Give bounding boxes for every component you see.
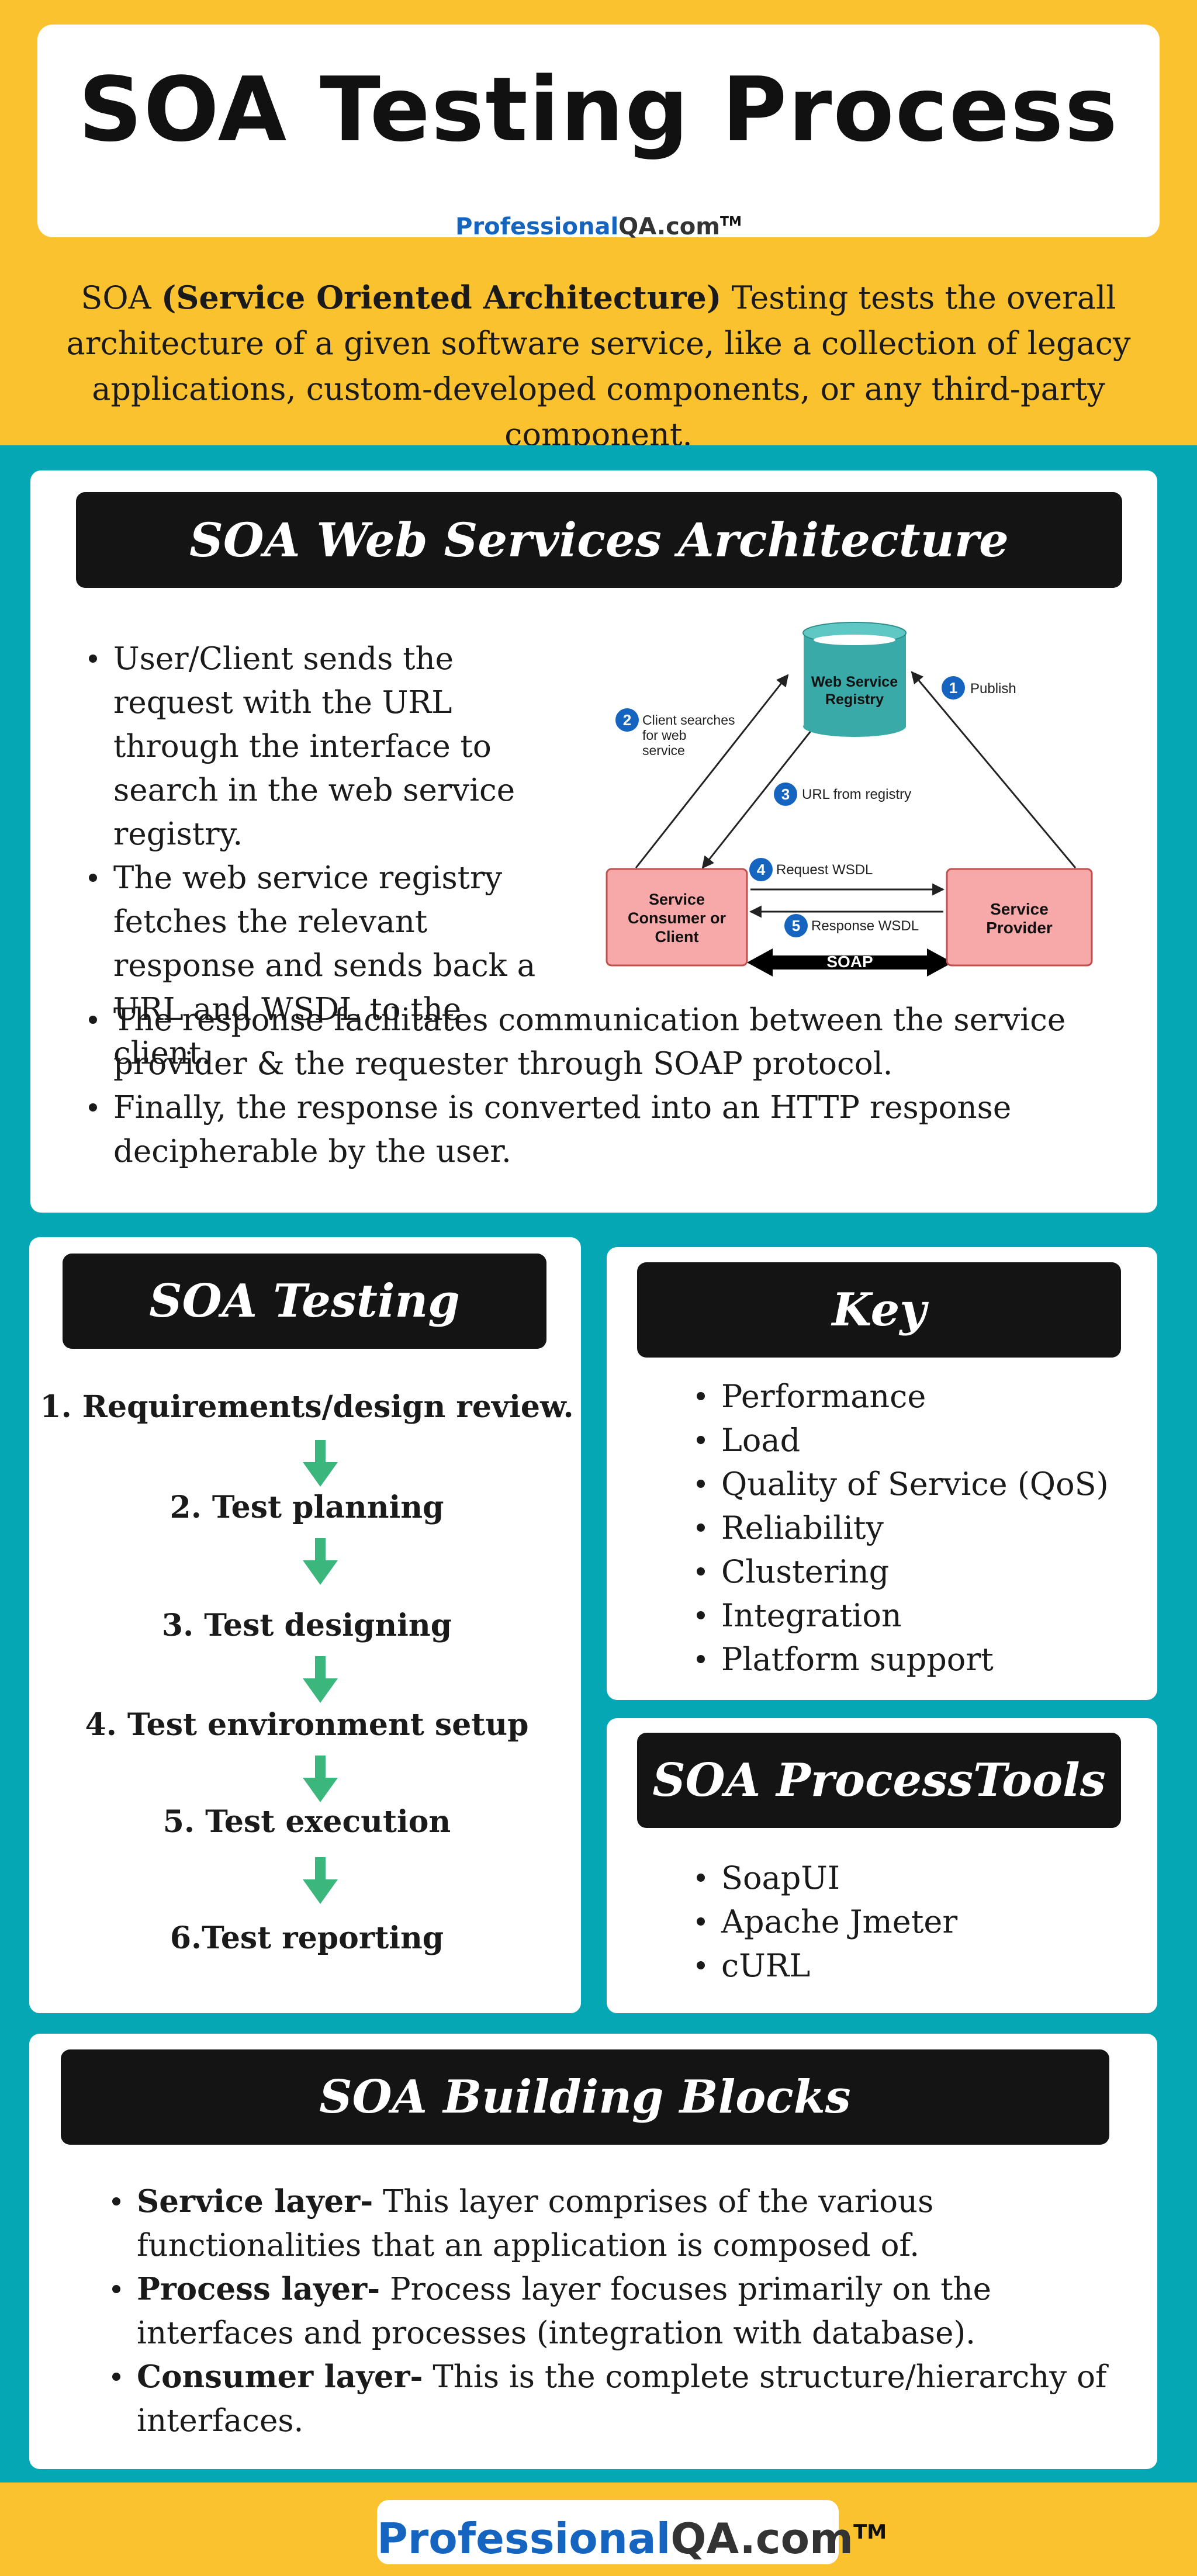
- list-item: Process layer- Process layer focuses pri…: [105, 2267, 1134, 2355]
- logo-tm: TM: [853, 2520, 887, 2544]
- provider-label-line2: Provider: [986, 919, 1053, 937]
- step-3: 3 URL from registry: [774, 783, 911, 806]
- step-badge: 3: [781, 785, 790, 803]
- list-item: The web service registry fetches the rel…: [82, 856, 567, 1075]
- layer-term: Consumer layer-: [137, 2359, 423, 2395]
- layer-desc: Process layer focuses primarily on the i…: [137, 2272, 991, 2351]
- list-item: Service layer- This layer comprises of t…: [105, 2180, 1134, 2267]
- logo-text-part1: Professional: [455, 213, 619, 240]
- list-item: User/Client sends the request with the U…: [82, 637, 567, 856]
- building-blocks-list: Service layer- This layer comprises of t…: [105, 2180, 1134, 2443]
- step-item: 3. Test designing: [161, 1608, 452, 1643]
- list-item: Consumer layer- This is the complete str…: [105, 2355, 1134, 2443]
- key-considerations-list: Performance Load Quality of Service (QoS…: [690, 1374, 1146, 1681]
- tools-list: SoapUI Apache Jmeter cURL: [690, 1856, 1146, 1988]
- step-badge: 5: [792, 917, 800, 934]
- intro-rest: Testing tests the overall architecture o…: [66, 279, 1131, 453]
- soap-arrow: [747, 948, 953, 977]
- step-badge: 4: [757, 861, 766, 878]
- step-4: 4 Request WSDL: [749, 858, 873, 881]
- provider-label-line1: Service: [990, 900, 1049, 918]
- footer-logo: ProfessionalQA.comTM: [377, 2500, 887, 2564]
- logo-text-part2: QA.com: [670, 2514, 854, 2563]
- consumer-label-line3: Client: [655, 928, 698, 946]
- arrow-registry-to-client: [701, 727, 815, 869]
- step-item: 6.Test reporting: [169, 1920, 444, 1956]
- down-arrow-icon: [303, 1440, 338, 1487]
- list-item: Load: [690, 1418, 1146, 1462]
- list-item: Finally, the response is converted into …: [82, 1086, 1157, 1173]
- layer-desc: This is the complete structure/hierarchy…: [137, 2359, 1107, 2439]
- key-considerations-heading: Key Considerations: [637, 1262, 1121, 1432]
- down-arrow-icon: [303, 1656, 338, 1703]
- step-label: Request WSDL: [776, 862, 873, 878]
- list-item: Platform support: [690, 1637, 1146, 1681]
- tools-heading: SOA ProcessTools: [637, 1733, 1121, 1828]
- list-item: Clustering: [690, 1550, 1146, 1594]
- consumer-node: Service Consumer or Client: [606, 868, 748, 967]
- brand-logo: ProfessionalQA.comTM: [37, 215, 1160, 238]
- architecture-card: [30, 470, 1157, 1213]
- down-arrow-icon: [303, 1538, 338, 1585]
- logo-text-part1: Professional: [377, 2514, 671, 2563]
- step-1: 1 Publish: [942, 676, 1016, 700]
- page-title: SOA Testing Process: [78, 58, 1119, 161]
- intro-text: SOA (Service Oriented Architecture) Test…: [53, 275, 1144, 458]
- building-blocks-heading: SOA Building Blocks: [61, 2049, 1109, 2145]
- list-item: Integration: [690, 1594, 1146, 1637]
- intro-lead: SOA: [81, 279, 161, 316]
- layer-desc: This layer comprises of the various func…: [137, 2184, 934, 2263]
- down-arrow-icon: [303, 1756, 338, 1802]
- step-label: URL from registry: [802, 787, 911, 802]
- step-2: 2 Client searches for web service: [615, 708, 735, 758]
- step-badge: 1: [949, 679, 957, 697]
- layer-term: Service layer-: [137, 2183, 373, 2220]
- header-card: SOA Testing Process ProfessionalQA.comTM: [37, 25, 1160, 238]
- step-label: Response WSDL: [811, 918, 919, 934]
- arrow-provider-to-registry: [911, 671, 1077, 868]
- step-label: Publish: [970, 681, 1016, 697]
- provider-node: Service Provider: [946, 868, 1093, 967]
- list-item: Performance: [690, 1374, 1146, 1418]
- list-item: SoapUI: [690, 1856, 1146, 1900]
- arrow-client-to-registry: [635, 674, 789, 868]
- registry-label-line1: Web Service: [811, 674, 898, 690]
- architecture-bullets-top: User/Client sends the request with the U…: [82, 637, 567, 1075]
- list-item: Apache Jmeter: [690, 1900, 1146, 1944]
- list-item: Reliability: [690, 1506, 1146, 1550]
- consumer-label-line1: Service: [649, 891, 705, 908]
- step-item: 5. Test execution: [162, 1804, 451, 1840]
- step-label-line3: service: [642, 743, 685, 758]
- step-item: 4. Test environment setup: [85, 1707, 529, 1743]
- testing-process-card: [29, 1237, 581, 2013]
- architecture-bullets-bottom: The response facilitates communication b…: [82, 998, 1157, 1173]
- step-label-line2: for web: [642, 728, 686, 743]
- registry-label-line2: Registry: [825, 691, 884, 708]
- registry-node: Web Service Registry: [802, 622, 907, 737]
- consumer-label-line2: Consumer or: [628, 909, 726, 927]
- intro-bold: (Service Oriented Architecture): [161, 279, 722, 316]
- down-arrow-icon: [303, 1857, 338, 1904]
- logo-text-part2: QA.com: [618, 213, 720, 240]
- step-item: 2. Test planning: [169, 1490, 444, 1525]
- list-item: Quality of Service (QoS): [690, 1462, 1146, 1506]
- layer-term: Process layer-: [137, 2271, 380, 2307]
- step-5: 5 Response WSDL: [784, 914, 919, 937]
- soap-label: SOAP: [826, 953, 873, 971]
- logo-tm: TM: [719, 214, 742, 230]
- list-item: The response facilitates communication b…: [82, 998, 1157, 1086]
- step-label-line1: Client searches: [642, 712, 735, 728]
- step-badge: 2: [623, 711, 631, 729]
- soa-architecture-diagram: SOAP Web Service Registry Service Consum…: [606, 622, 1093, 977]
- list-item: cURL: [690, 1944, 1146, 1988]
- testing-process-heading: SOA Testing Process: [63, 1254, 546, 1423]
- architecture-heading: SOA Web Services Architecture: [76, 492, 1122, 588]
- step-item: 1. Requirements/design review.: [40, 1389, 574, 1425]
